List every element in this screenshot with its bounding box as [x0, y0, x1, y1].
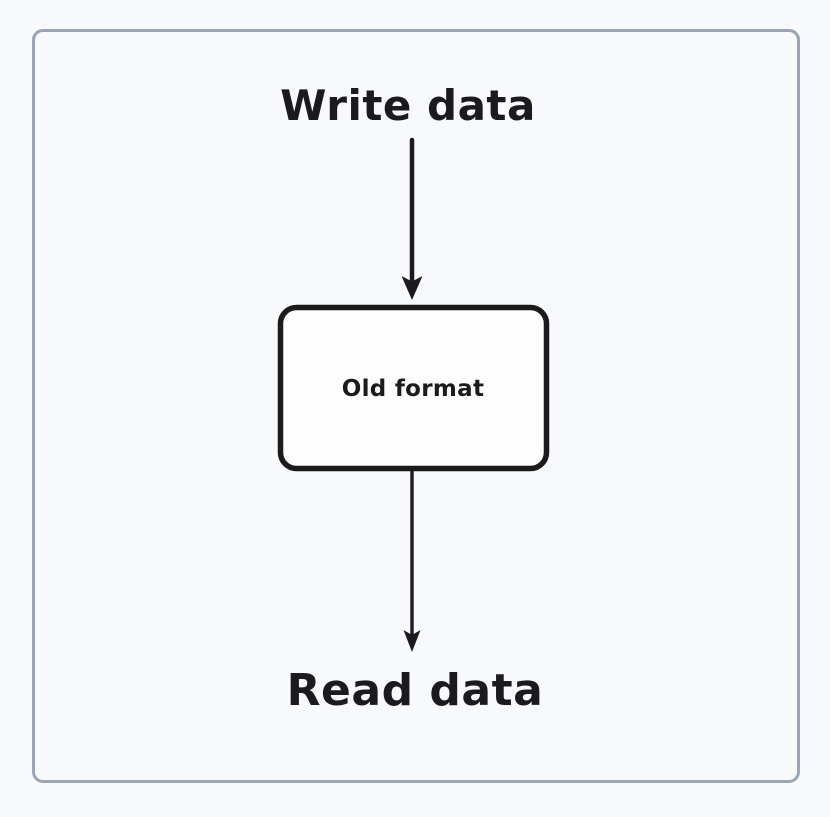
diagram-frame — [32, 29, 800, 783]
label-read-data: Read data — [286, 665, 544, 716]
label-write-data: Write data — [280, 81, 536, 130]
node-old-format-label: Old format — [341, 376, 485, 402]
